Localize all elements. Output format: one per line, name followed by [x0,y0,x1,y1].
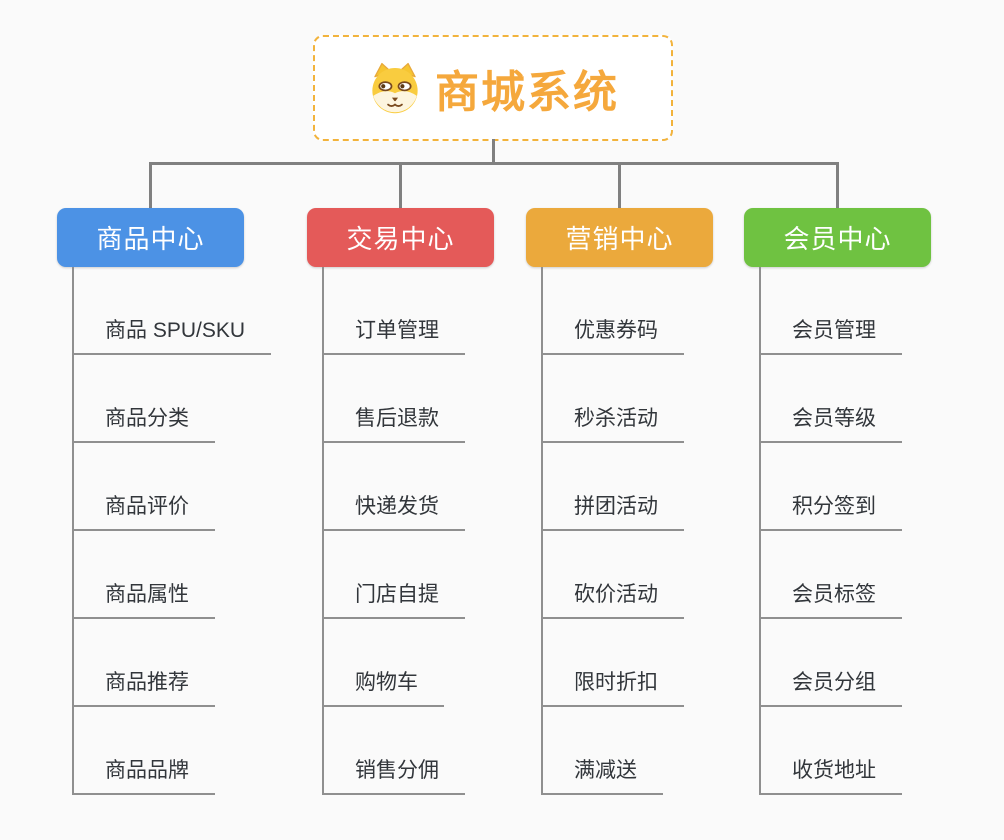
branch-children: 商品 SPU/SKU 商品分类 商品评价 商品属性 商品推荐 商品品牌 [72,267,317,795]
branch-column-product: 商品中心 商品 SPU/SKU 商品分类 商品评价 商品属性 商品推荐 商品品牌 [57,208,317,795]
child-node[interactable]: 优惠券码 [543,314,684,355]
branch-node-product-center[interactable]: 商品中心 [57,208,244,267]
branch-column-trade: 交易中心 订单管理 售后退款 快递发货 门店自提 购物车 销售分佣 [307,208,567,795]
child-node[interactable]: 商品分类 [74,402,215,443]
child-row: 限时折扣 [543,619,786,707]
child-row: 购物车 [324,619,567,707]
child-node[interactable]: 商品推荐 [74,666,215,707]
branch-node-member-center[interactable]: 会员中心 [744,208,931,267]
child-node[interactable]: 购物车 [324,666,444,707]
child-row: 商品品牌 [74,707,317,795]
child-row: 销售分佣 [324,707,567,795]
child-row: 秒杀活动 [543,355,786,443]
dog-face-icon [367,61,423,115]
child-row: 商品推荐 [74,619,317,707]
child-row: 商品评价 [74,443,317,531]
child-row: 收货地址 [761,707,1004,795]
branch-children: 优惠券码 秒杀活动 拼团活动 砍价活动 限时折扣 满减送 [541,267,786,795]
child-node[interactable]: 会员分组 [761,666,902,707]
branch-node-label: 商品中心 [96,224,205,254]
branch-node-trade-center[interactable]: 交易中心 [307,208,494,267]
child-node[interactable]: 销售分佣 [324,754,465,795]
child-row: 优惠券码 [543,267,786,355]
child-node[interactable]: 商品属性 [74,578,215,619]
child-node[interactable]: 快递发货 [324,490,465,531]
child-node[interactable]: 会员标签 [761,578,902,619]
child-node[interactable]: 会员管理 [761,314,902,355]
child-row: 商品分类 [74,355,317,443]
child-row: 会员分组 [761,619,1004,707]
branch-node-label: 交易中心 [346,224,455,254]
child-row: 会员管理 [761,267,1004,355]
connector-drop [618,162,621,209]
connector-stem [492,139,495,164]
root-node[interactable]: 商城系统 [313,35,673,141]
child-node[interactable]: 积分签到 [761,490,902,531]
connector-drop [836,162,839,209]
branch-children: 会员管理 会员等级 积分签到 会员标签 会员分组 收货地址 [759,267,1004,795]
child-node[interactable]: 满减送 [543,754,663,795]
child-row: 门店自提 [324,531,567,619]
child-row: 积分签到 [761,443,1004,531]
child-row: 满减送 [543,707,786,795]
root-node-label: 商城系统 [435,68,619,117]
child-node[interactable]: 会员等级 [761,402,902,443]
child-row: 会员标签 [761,531,1004,619]
branch-node-marketing-center[interactable]: 营销中心 [526,208,713,267]
child-row: 拼团活动 [543,443,786,531]
child-row: 快递发货 [324,443,567,531]
child-row: 订单管理 [324,267,567,355]
branch-column-marketing: 营销中心 优惠券码 秒杀活动 拼团活动 砍价活动 限时折扣 满减送 [526,208,786,795]
child-node[interactable]: 砍价活动 [543,578,684,619]
child-node[interactable]: 门店自提 [324,578,465,619]
child-row: 商品 SPU/SKU [74,267,317,355]
branch-column-member: 会员中心 会员管理 会员等级 积分签到 会员标签 会员分组 收货地址 [744,208,1004,795]
child-node[interactable]: 限时折扣 [543,666,684,707]
child-row: 砍价活动 [543,531,786,619]
child-row: 商品属性 [74,531,317,619]
connector-drop [149,162,152,209]
child-row: 会员等级 [761,355,1004,443]
branch-node-label: 营销中心 [565,224,674,254]
child-node[interactable]: 拼团活动 [543,490,684,531]
child-node[interactable]: 商品品牌 [74,754,215,795]
connector-bus [149,162,839,165]
child-node[interactable]: 售后退款 [324,402,465,443]
child-node[interactable]: 秒杀活动 [543,402,684,443]
branch-children: 订单管理 售后退款 快递发货 门店自提 购物车 销售分佣 [322,267,567,795]
child-node[interactable]: 订单管理 [324,314,465,355]
connector-drop [399,162,402,209]
child-node[interactable]: 商品 SPU/SKU [74,314,272,355]
branch-node-label: 会员中心 [783,224,892,254]
child-node[interactable]: 收货地址 [761,754,902,795]
child-row: 售后退款 [324,355,567,443]
child-node[interactable]: 商品评价 [74,490,215,531]
